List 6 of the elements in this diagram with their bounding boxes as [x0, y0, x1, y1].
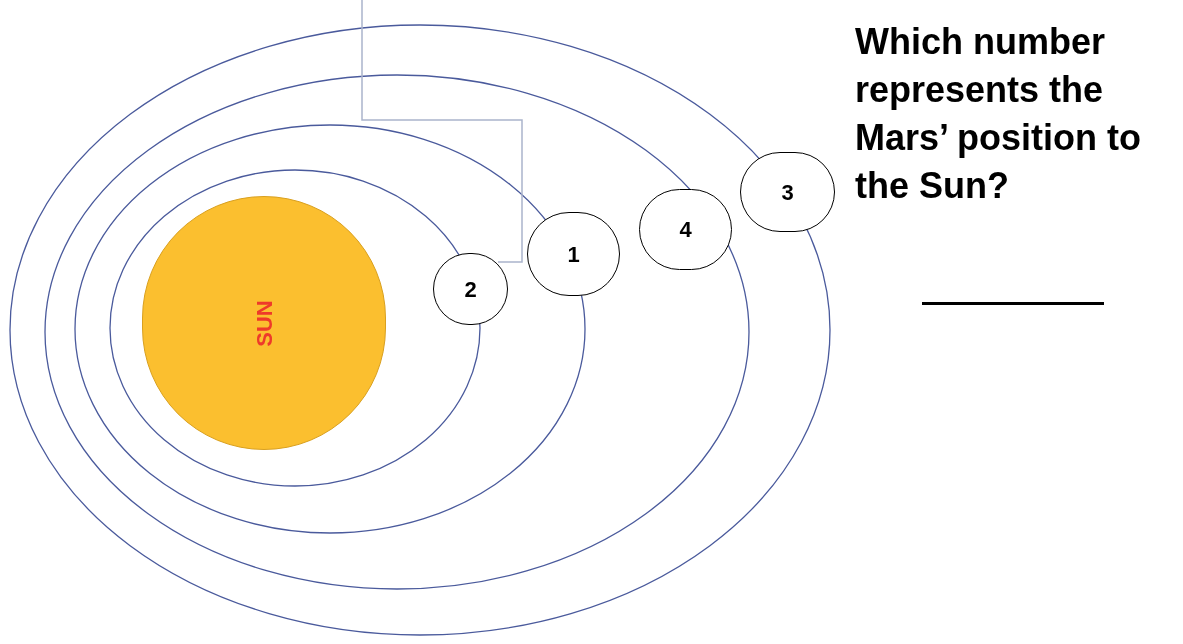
position-number: 1 — [567, 240, 580, 269]
question-text: Which number represents the Mars’ position to the Sun? — [855, 20, 1142, 208]
position-number: 2 — [464, 275, 477, 304]
sun-label: SUN — [250, 299, 278, 347]
position-number: 3 — [781, 178, 794, 207]
position-number: 4 — [679, 216, 692, 244]
